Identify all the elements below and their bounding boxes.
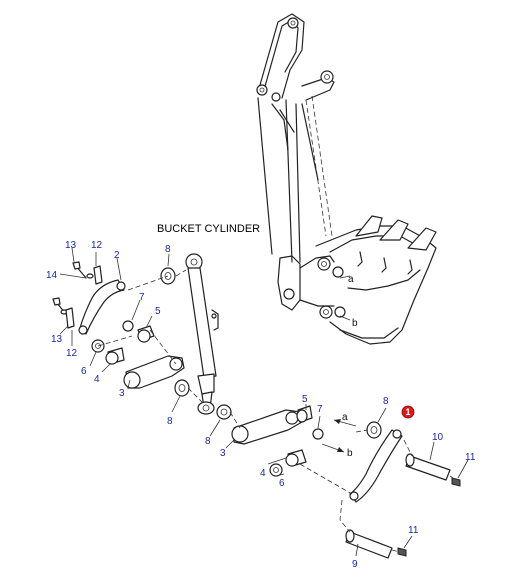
callout-13-lower: 13 — [51, 334, 63, 345]
ref-b-arrow: b — [347, 448, 353, 459]
callout-13-upper: 13 — [65, 240, 77, 251]
callout-4-right: 4 — [260, 468, 266, 479]
link-2-hole-top — [116, 281, 126, 291]
ref-a-arrow: a — [342, 412, 348, 423]
callout-8-right: 8 — [383, 396, 389, 407]
ref-a-bucket: a — [348, 274, 354, 285]
fitting-11-lower — [397, 547, 407, 557]
washer-8-right — [366, 421, 382, 439]
callout-2: 2 — [114, 250, 120, 261]
arm-assembly — [256, 13, 335, 319]
bucket — [315, 215, 437, 345]
callout-12-upper: 12 — [91, 240, 103, 251]
plate-12-upper — [93, 265, 103, 285]
callout-8-lower: 8 — [205, 436, 211, 447]
fitting-11-upper — [451, 477, 461, 487]
callout-7-left: 7 — [139, 292, 145, 303]
highlight-badge: 1 — [401, 405, 415, 419]
callout-7-right: 7 — [317, 404, 323, 415]
pin-9 — [345, 529, 393, 559]
link-1 — [349, 429, 403, 503]
washer-8-mid — [174, 379, 190, 397]
plate-12-lower — [65, 307, 75, 329]
callout-11-upper: 11 — [465, 452, 476, 463]
washer-14-upper — [86, 273, 94, 279]
bolt-13-upper — [72, 261, 87, 279]
callout-3-left: 3 — [119, 388, 125, 399]
callout-8-mid: 8 — [167, 416, 173, 427]
arrow-b — [321, 443, 345, 453]
bucket-cylinder — [185, 253, 219, 415]
leader-lines — [59, 247, 469, 557]
callout-11-lower: 11 — [408, 525, 419, 536]
highlight-badge-number: 1 — [405, 407, 410, 417]
diagram-title: BUCKET CYLINDER — [157, 223, 260, 235]
link-2-hole-bottom — [78, 325, 88, 335]
seal-7-left — [122, 320, 134, 332]
pin-10 — [405, 453, 451, 481]
callout-12-lower: 12 — [66, 348, 78, 359]
callout-9: 9 — [352, 559, 358, 570]
callout-14: 14 — [46, 270, 58, 281]
callout-6-right: 6 — [279, 478, 285, 489]
callout-5-right: 5 — [302, 394, 308, 405]
callout-6-left: 6 — [81, 366, 87, 377]
callout-4-left: 4 — [94, 374, 100, 385]
callout-8-top: 8 — [165, 244, 171, 255]
callout-5-left: 5 — [155, 306, 161, 317]
washer-8-lower — [216, 404, 232, 420]
seal-6-right — [269, 463, 283, 477]
callout-3-right: 3 — [220, 448, 226, 459]
link-3-right — [233, 409, 303, 445]
ref-b-bucket: b — [352, 318, 358, 329]
seal-7-right — [312, 428, 324, 440]
arrow-a — [333, 419, 357, 427]
link-2 — [79, 279, 125, 335]
callout-10: 10 — [432, 432, 444, 443]
